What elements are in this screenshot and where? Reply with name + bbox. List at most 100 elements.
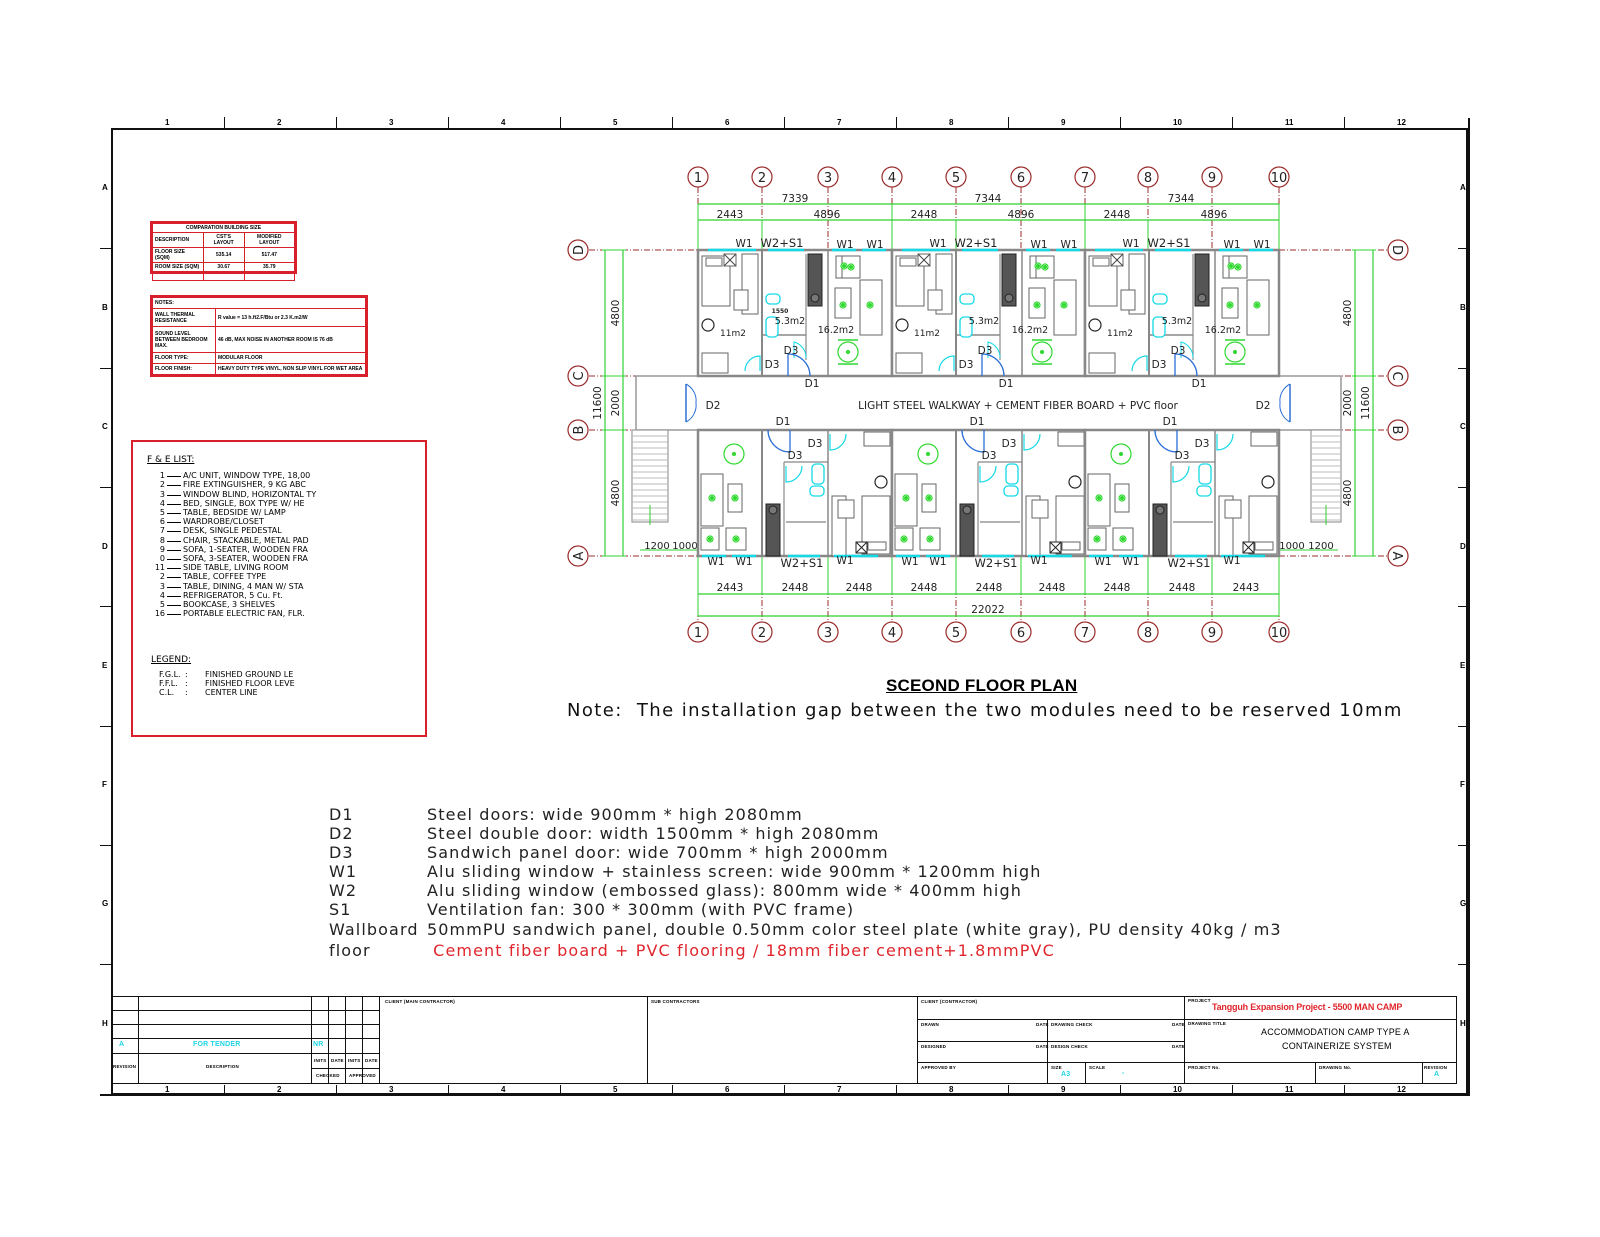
plan-label: 2448 bbox=[911, 209, 938, 221]
grid-bubble: 6 bbox=[1010, 621, 1032, 643]
plan-label: 11m2 bbox=[720, 329, 746, 339]
revision-cell bbox=[1422, 1062, 1457, 1084]
grid-bubble: A bbox=[567, 545, 589, 567]
plan-label: 11600 bbox=[592, 386, 604, 419]
legend-item: C.L.:CENTER LINE bbox=[159, 688, 316, 697]
module-lower bbox=[696, 428, 894, 558]
plan-label: 7344 bbox=[975, 193, 1002, 205]
fe-item-rule bbox=[167, 568, 181, 570]
walkway bbox=[635, 375, 1342, 431]
plan-label: D2 bbox=[706, 400, 721, 412]
grid-bubble: 9 bbox=[1201, 166, 1223, 188]
fe-item-number: 5 bbox=[159, 600, 165, 610]
fe-item-label: REFRIGERATOR, 5 Cu. Ft. bbox=[183, 590, 283, 600]
plan-label: 2448 bbox=[1104, 582, 1131, 594]
plan-label: 2448 bbox=[846, 582, 873, 594]
plan-label: D1 bbox=[999, 378, 1014, 390]
plan-label: D3 bbox=[784, 345, 799, 357]
grid-bubble: 8 bbox=[1137, 166, 1159, 188]
plan-label: D3 bbox=[1152, 359, 1167, 371]
grid-bubble: 6 bbox=[1010, 166, 1032, 188]
plan-label: W1 bbox=[735, 238, 752, 250]
zone-col-label: 9 bbox=[1061, 118, 1066, 127]
drawing-check-label: DRAWING CHECK bbox=[1051, 1022, 1093, 1027]
zone-col-label: 1 bbox=[165, 118, 170, 127]
client-main-cell bbox=[379, 996, 648, 1084]
plan-label: 3 bbox=[824, 626, 832, 641]
plan-label: W2+S1 bbox=[781, 556, 824, 570]
rev-header-date: DATE bbox=[331, 1058, 344, 1063]
scale-value: - bbox=[1122, 1070, 1125, 1077]
designed-label: DESIGNED bbox=[921, 1044, 947, 1049]
grid-bubble: 4 bbox=[881, 621, 903, 643]
rev-header-description: DESCRIPTION bbox=[206, 1064, 239, 1069]
zone-col-label: 9 bbox=[1061, 1085, 1066, 1094]
zone-tick bbox=[1008, 1085, 1009, 1095]
zone-tick bbox=[560, 117, 561, 128]
plan-label: D1 bbox=[1163, 416, 1178, 428]
legend-sep: : bbox=[185, 669, 188, 679]
designed-date-label: DATE bbox=[1036, 1044, 1049, 1049]
plan-label: 7 bbox=[1081, 171, 1089, 186]
fe-item-label: CHAIR, STACKABLE, METAL PAD bbox=[183, 535, 309, 545]
plan-label: 5.3m2 bbox=[969, 316, 999, 327]
spec-value: Cement fiber board + PVC flooring / 18mm… bbox=[427, 941, 1055, 960]
plan-label: 16.2m2 bbox=[1205, 325, 1241, 336]
zone-col-label: 6 bbox=[725, 118, 730, 127]
zone-col-label: 3 bbox=[389, 1085, 394, 1094]
fe-item-rule bbox=[167, 494, 181, 496]
fe-item-number: 3 bbox=[159, 489, 165, 499]
zone-col-label: 10 bbox=[1173, 118, 1182, 127]
legend-abbr: F.G.L. bbox=[159, 669, 181, 679]
fe-list-title: F & E LIST: bbox=[147, 455, 195, 465]
zone-row-label: F bbox=[1460, 780, 1465, 789]
zone-tick bbox=[336, 117, 337, 128]
plan-label: 8 bbox=[1144, 171, 1152, 186]
zone-col-label: 2 bbox=[277, 118, 282, 127]
plan-label: 4800 bbox=[1342, 300, 1354, 327]
zone-col-label: 6 bbox=[725, 1085, 730, 1094]
spec-value: Alu sliding window (embossed glass): 800… bbox=[427, 881, 1022, 900]
plan-label: W1 bbox=[836, 555, 853, 567]
spec-key: Wallboard bbox=[329, 920, 419, 939]
zone-tick bbox=[1344, 1085, 1345, 1095]
zone-tick bbox=[100, 845, 111, 846]
fe-item-number: 1 bbox=[159, 471, 165, 481]
drawing-title-label: DRAWING TITLE bbox=[1188, 1021, 1227, 1026]
zone-tick bbox=[1458, 606, 1469, 607]
plan-label: 9 bbox=[1208, 626, 1216, 641]
zone-col-label: 4 bbox=[501, 1085, 506, 1094]
project-label: PROJECT bbox=[1188, 998, 1211, 1003]
plan-label: D2 bbox=[1256, 400, 1271, 412]
frame-bottom-line bbox=[100, 1094, 1470, 1096]
notes-key: FLOOR FINISH: bbox=[152, 362, 216, 376]
plan-label: 1 bbox=[694, 626, 702, 641]
plan-label: 6 bbox=[1017, 171, 1025, 186]
zone-row-label: G bbox=[102, 899, 109, 908]
zone-tick bbox=[336, 1085, 337, 1095]
grid-bubble: 2 bbox=[751, 166, 773, 188]
plan-label: 6 bbox=[1017, 626, 1025, 641]
zone-row-label: C bbox=[102, 422, 108, 431]
module-lower bbox=[890, 428, 1087, 558]
plan-label: D3 bbox=[1171, 345, 1186, 357]
plan-label: 1 bbox=[694, 171, 702, 186]
plan-label: W1 bbox=[1122, 238, 1139, 250]
plan-label: D1 bbox=[970, 416, 985, 428]
plan-label: A bbox=[1389, 552, 1404, 561]
plan-label: 16.2m2 bbox=[818, 325, 854, 336]
notes-value: HEAVY DUTY TYPE VINYL, NON SLIP VINYL FO… bbox=[215, 362, 366, 376]
fe-item-label: TABLE, DINING, 4 MAN W/ STA bbox=[183, 581, 304, 591]
fe-item-number: 11 bbox=[154, 563, 165, 573]
revision-label: REVISION bbox=[1424, 1065, 1448, 1070]
zone-tick bbox=[672, 1085, 673, 1095]
fe-item-label: SOFA, 1-SEATER, WOODEN FRA bbox=[183, 544, 308, 554]
comparison-cell bbox=[152, 271, 204, 281]
fe-item-number: 16 bbox=[154, 609, 165, 619]
spec-key: D1 bbox=[329, 805, 354, 824]
plan-label: A bbox=[572, 551, 587, 560]
plan-label: 4896 bbox=[1201, 209, 1228, 221]
